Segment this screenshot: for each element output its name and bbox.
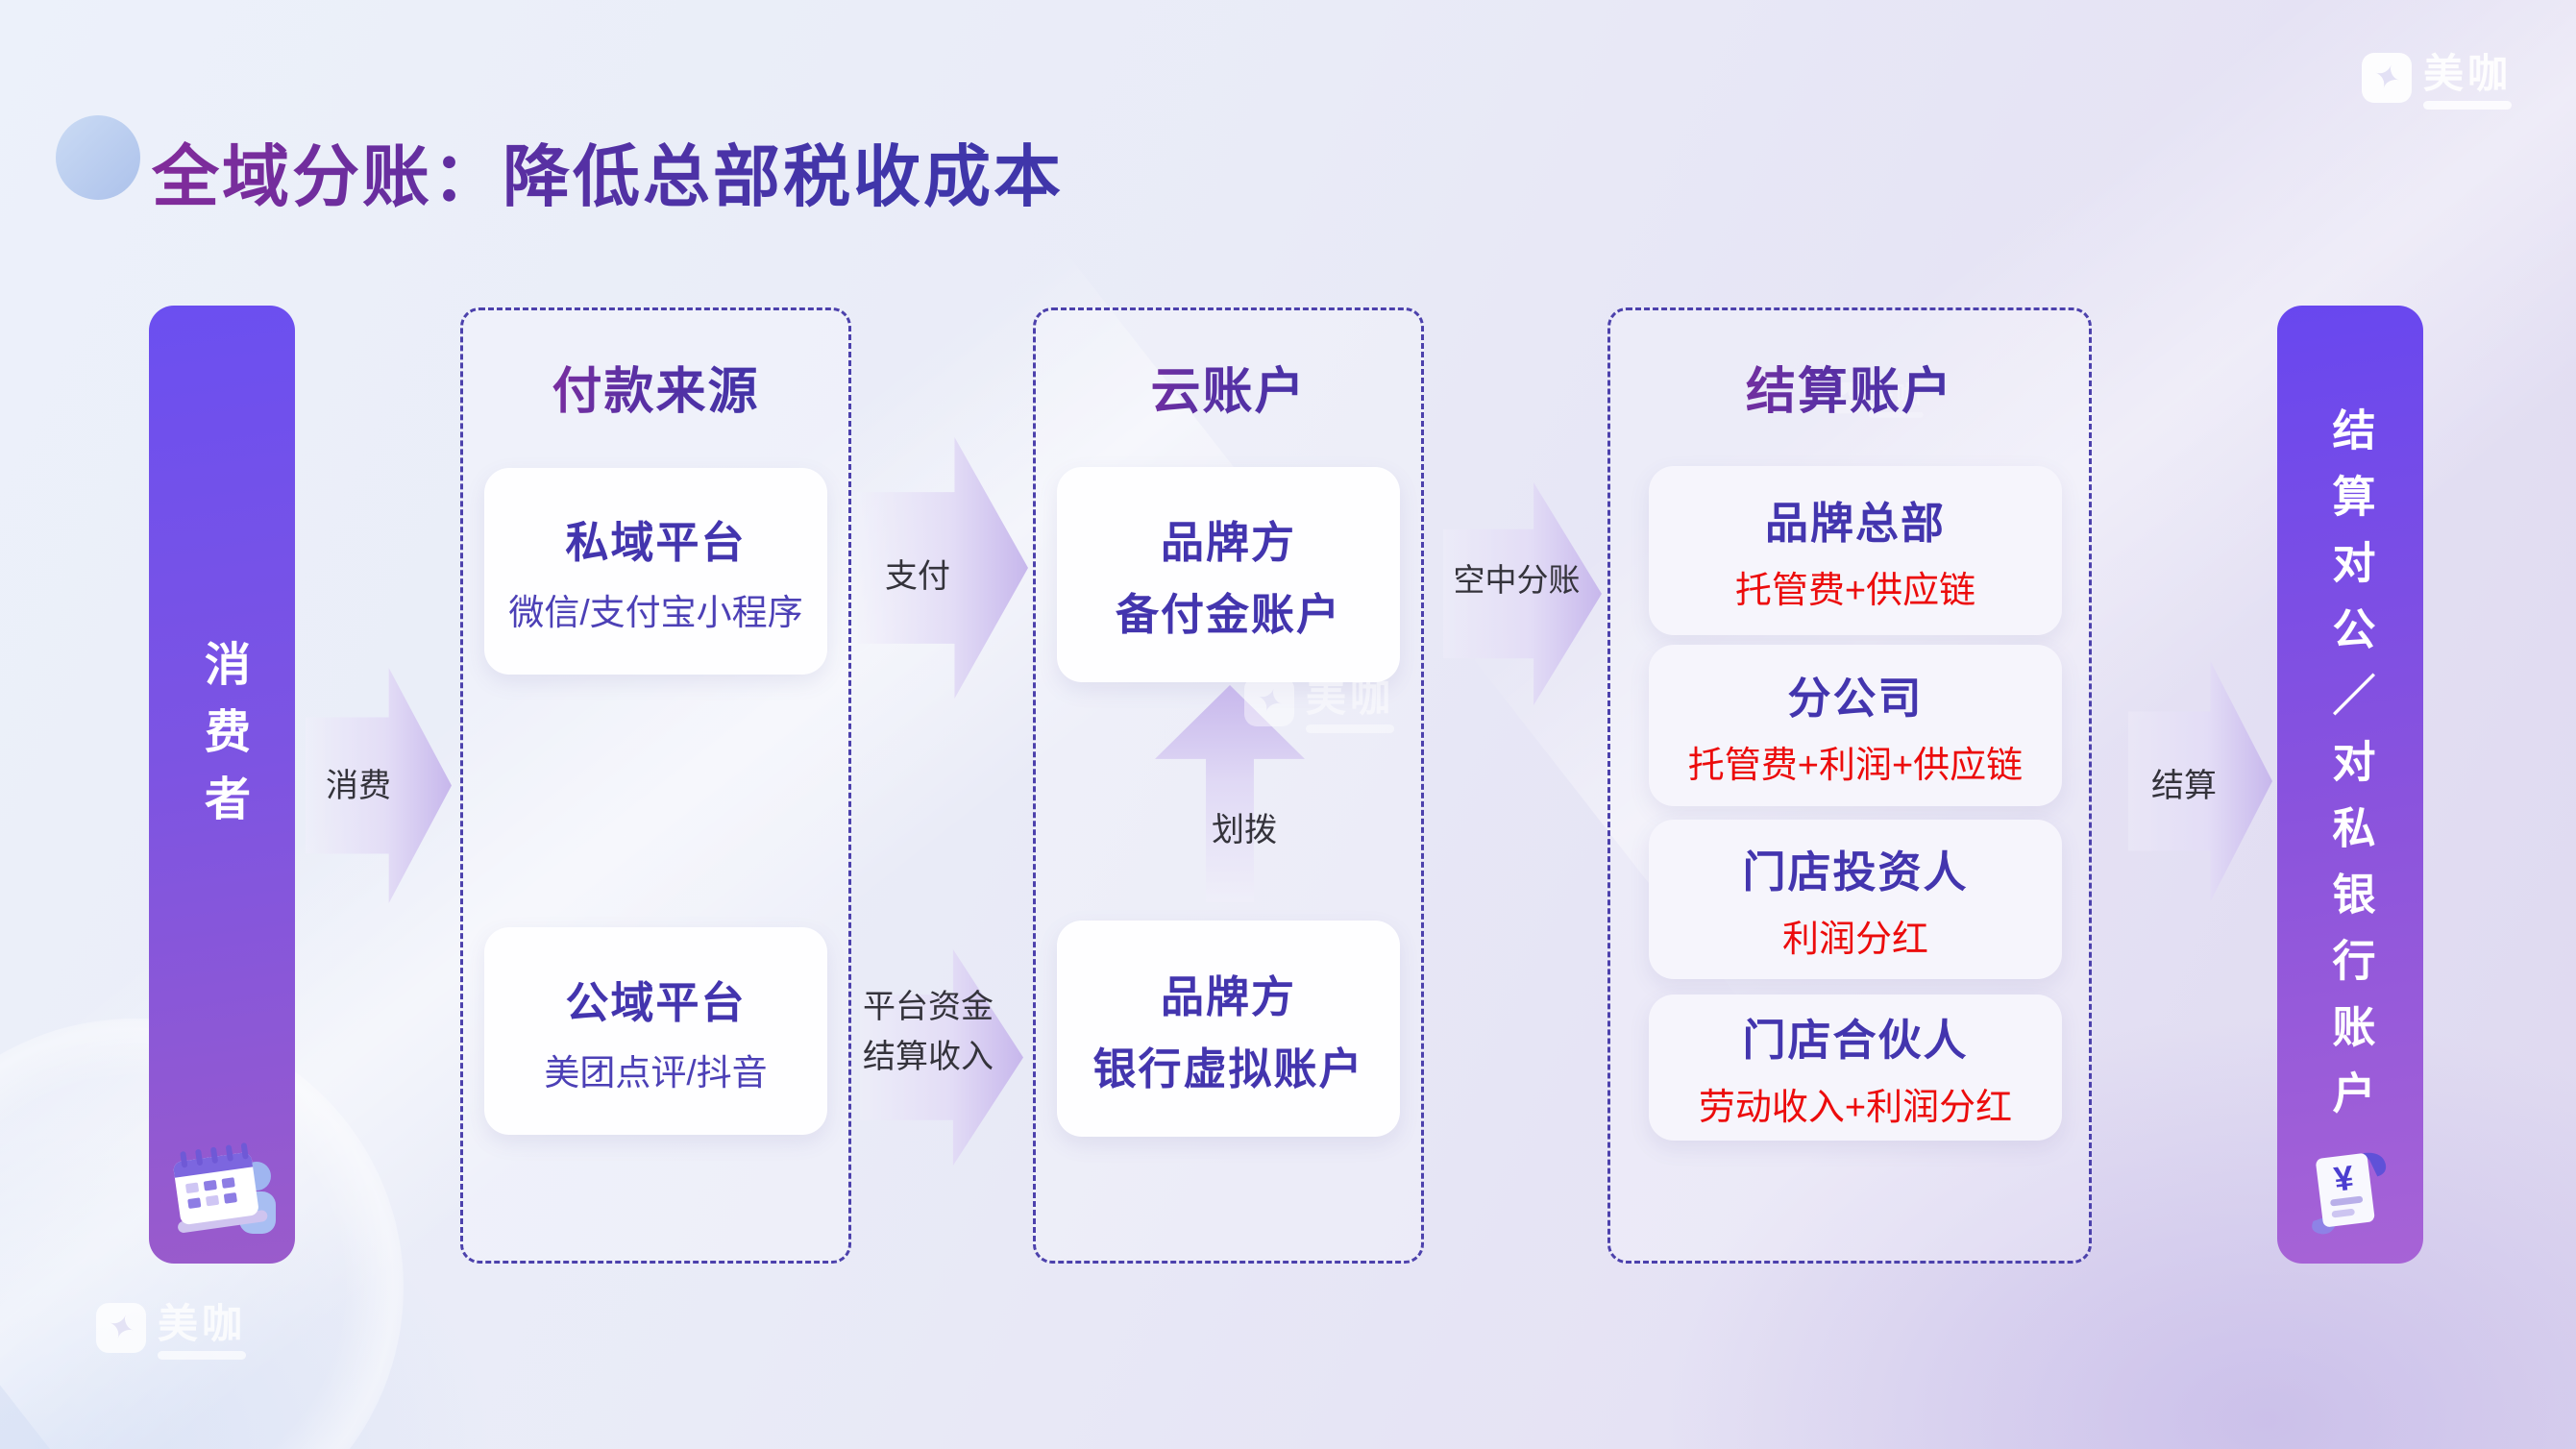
card-title: 门店投资人: [1742, 847, 1969, 896]
page-title: 全域分账：降低总部税收成本: [152, 123, 1064, 220]
calendar-user-icon: [159, 1130, 284, 1248]
sparkle-icon: ✦: [2362, 53, 2412, 103]
brand-name: 美咖: [158, 1301, 247, 1346]
public-domain-card: 公域平台 美团点评/抖音: [484, 927, 827, 1135]
card-title-line2: 银行虚拟账户: [1092, 1044, 1364, 1093]
card-subtitle: 托管费+供应链: [1734, 571, 1976, 611]
brand-name: 美咖: [1869, 382, 1924, 408]
sparkle-icon: ✦: [1830, 382, 1862, 414]
settlement-bank-bar: 结算对公／对私银行账户 ¥: [2277, 306, 2423, 1264]
card-title: 门店合伙人: [1742, 1016, 1969, 1065]
reserve-account-card: 品牌方 备付金账户: [1057, 467, 1400, 682]
card-title-line1: 品牌方: [1160, 518, 1296, 567]
branch-company-card: 分公司 托管费+利润+供应链: [1649, 645, 2062, 806]
store-partner-card: 门店合伙人 劳动收入+利润分红: [1649, 995, 2062, 1141]
card-subtitle: 托管费+利润+供应链: [1687, 746, 2024, 786]
transfer-arrow-label: 划拨: [1212, 812, 1277, 848]
settlement-bank-bar-label: 结算对公／对私银行账户: [2325, 407, 2375, 1137]
sparkle-icon: ✦: [96, 1303, 146, 1353]
sparkle-icon: ✦: [1244, 676, 1294, 726]
card-subtitle: 微信/支付宝小程序: [508, 593, 803, 632]
card-title: 品牌总部: [1764, 499, 1946, 548]
payment-source-title: 付款来源: [463, 351, 848, 423]
platform-income-line2: 结算收入: [863, 1039, 994, 1075]
settle-arrow-label: 结算: [2151, 768, 2217, 804]
virtual-bank-account-card: 品牌方 银行虚拟账户: [1057, 921, 1400, 1137]
air-split-arrow-label: 空中分账: [1453, 562, 1581, 598]
brand-subtext-bar: [2423, 101, 2512, 110]
brand-logo-bottom-left: ✦ 美咖: [96, 1303, 246, 1360]
card-subtitle: 劳动收入+利润分红: [1698, 1088, 2013, 1128]
platform-income-arrow-label: 平台资金 结算收入: [863, 982, 1002, 1082]
brand-hq-card: 品牌总部 托管费+供应链: [1649, 466, 2062, 635]
brand-logo-top-right: ✦ 美咖: [2362, 53, 2512, 110]
payment-source-box: 付款来源 私域平台 微信/支付宝小程序 公域平台 美团点评/抖音: [460, 307, 851, 1264]
brand-name: 美咖: [2423, 51, 2513, 96]
card-title-line2: 备付金账户: [1115, 590, 1341, 639]
card-title-line1: 品牌方: [1160, 971, 1296, 1021]
receipt-icon: ¥: [2300, 1145, 2400, 1242]
store-investor-card: 门店投资人 利润分红: [1649, 820, 2062, 979]
settlement-account-title: 结算账户: [1610, 351, 2089, 423]
cloud-account-box: 云账户 品牌方 备付金账户 品牌方 银行虚拟账户: [1033, 307, 1424, 1264]
brand-subtext-bar: [1868, 412, 1924, 418]
brand-name: 美咖: [1306, 675, 1395, 720]
brand-watermark-center: ✦ 美咖: [1244, 676, 1394, 733]
card-title: 公域平台: [565, 977, 747, 1027]
private-domain-card: 私域平台 微信/支付宝小程序: [484, 468, 827, 675]
brand-watermark-header: ✦ 美咖: [1830, 382, 1924, 418]
brand-subtext-bar: [1306, 724, 1394, 733]
title-bullet-circle: [56, 115, 140, 200]
card-title: 私域平台: [565, 518, 747, 567]
card-subtitle: 利润分红: [1781, 920, 1928, 960]
svg-text:¥: ¥: [2332, 1158, 2356, 1199]
consumer-bar-label: 消费者: [197, 640, 248, 842]
pay-arrow-label: 支付: [885, 558, 950, 595]
brand-subtext-bar: [158, 1351, 246, 1360]
platform-income-line1: 平台资金: [863, 989, 994, 1025]
card-title: 分公司: [1787, 674, 1924, 723]
consumer-bar: 消费者: [149, 306, 295, 1264]
settlement-account-box: 结算账户 品牌总部 托管费+供应链 分公司 托管费+利润+供应链 门店投资人 利…: [1607, 307, 2092, 1264]
consume-arrow-label: 消费: [326, 768, 391, 804]
cloud-account-title: 云账户: [1036, 351, 1421, 423]
card-subtitle: 美团点评/抖音: [544, 1052, 768, 1093]
